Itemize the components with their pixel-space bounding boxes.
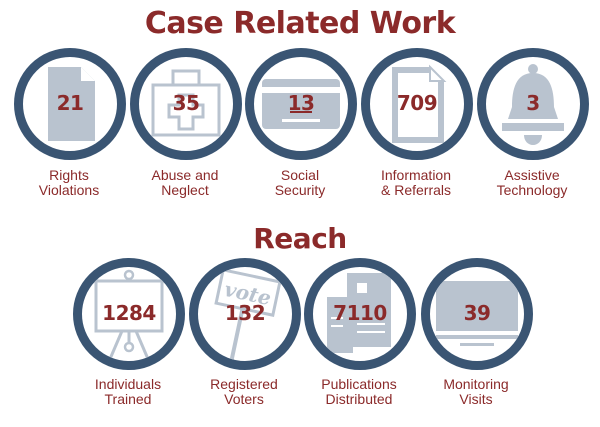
stat-label-assistive-technology: Assistive Technology	[496, 167, 568, 198]
stat-circle-individuals-trained: 1284	[73, 258, 185, 370]
stat-label-social-security: Social Security	[274, 167, 326, 198]
card-icon	[262, 79, 340, 129]
newspaper-icon	[327, 273, 391, 353]
stat-value: 21	[56, 91, 84, 115]
section-title-reach: Reach	[253, 222, 347, 255]
easel-icon	[94, 269, 164, 360]
section-title-case-related-work: Case Related Work	[144, 6, 456, 41]
monitor-icon	[436, 281, 518, 346]
stat-value: 35	[172, 91, 200, 115]
stat-circle-publications-distributed: 7110	[304, 258, 416, 370]
stat-label-registered-voters: Registered Voters	[210, 376, 278, 407]
document-icon	[48, 67, 95, 141]
bell-icon	[502, 64, 564, 145]
stat-circle-rights-violations: 21	[14, 48, 126, 160]
stat-value: 1284	[102, 301, 156, 325]
first-aid-kit-icon	[151, 69, 221, 137]
stat-label-monitoring-visits: Monitoring Visits	[443, 376, 509, 407]
stat-label-information-referrals: Information & Referrals	[380, 167, 452, 198]
stat-label-publications-distributed: Publications Distributed	[321, 376, 397, 407]
stat-value: 39	[463, 301, 491, 325]
stat-circle-information-referrals: 709	[361, 48, 473, 160]
stat-circle-monitoring-visits: 39	[421, 258, 533, 370]
stat-circle-abuse-and-neglect: 35	[130, 48, 242, 160]
stat-value: 7110	[333, 301, 387, 325]
stat-circle-registered-voters: vote 132	[189, 258, 301, 370]
document-icon	[392, 64, 447, 143]
stat-value: 3	[526, 91, 540, 115]
stat-circle-social-security: 13	[245, 48, 357, 160]
stat-label-rights-violations: Rights Violations	[38, 167, 100, 198]
stat-circle-assistive-technology: 3	[477, 48, 589, 160]
stat-value: 13	[287, 91, 315, 115]
stat-label-individuals-trained: Individuals Trained	[94, 376, 162, 407]
vote-sign-icon: vote	[214, 268, 282, 361]
stat-value: 132	[224, 301, 266, 325]
stat-label-abuse-and-neglect: Abuse and Neglect	[151, 167, 219, 198]
stat-value: 709	[396, 91, 438, 115]
